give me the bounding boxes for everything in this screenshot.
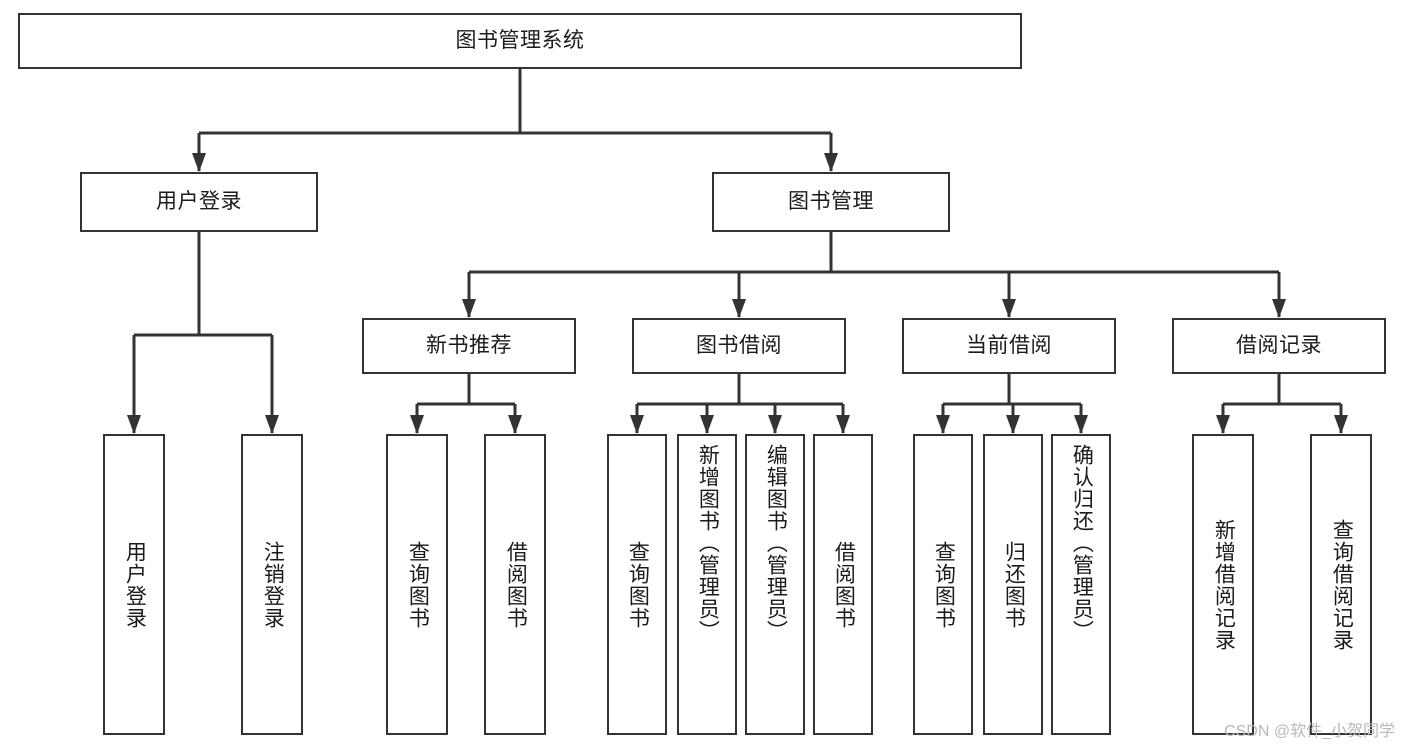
node-leaf-user-login[interactable]: 用户登录 — [103, 434, 165, 735]
node-label: 新书推荐 — [426, 333, 512, 357]
node-label: 用户登录 — [156, 189, 242, 213]
node-current-borrow[interactable]: 当前借阅 — [902, 318, 1116, 374]
node-label: 用户登录 — [123, 540, 147, 629]
node-book-manage[interactable]: 图书管理 — [712, 172, 950, 232]
node-label: 确认归还（管理员） — [1070, 444, 1094, 642]
node-leaf-borrow-book-1[interactable]: 借阅图书 — [484, 434, 546, 735]
node-leaf-add-book[interactable]: 新增图书（管理员） — [677, 434, 737, 735]
node-label: 新增图书（管理员） — [696, 444, 720, 642]
node-label: 借阅图书 — [504, 540, 528, 629]
node-book-borrow[interactable]: 图书借阅 — [632, 318, 846, 374]
node-label: 查询图书 — [406, 540, 430, 629]
node-label: 编辑图书（管理员） — [764, 444, 788, 642]
node-leaf-user-logout[interactable]: 注销登录 — [241, 434, 303, 735]
node-leaf-query-book-1[interactable]: 查询图书 — [386, 434, 448, 735]
node-label: 借阅记录 — [1236, 333, 1322, 357]
node-label: 归还图书 — [1002, 540, 1026, 629]
node-leaf-query-record[interactable]: 查询借阅记录 — [1310, 434, 1372, 735]
node-label: 借阅图书 — [832, 540, 856, 629]
node-label: 注销登录 — [261, 540, 285, 629]
node-label: 图书管理系统 — [455, 28, 585, 52]
node-label: 查询借阅记录 — [1330, 518, 1354, 651]
node-root[interactable]: 图书管理系统 — [18, 13, 1022, 69]
node-label: 图书管理 — [788, 189, 874, 213]
node-leaf-query-book-3[interactable]: 查询图书 — [913, 434, 973, 735]
node-new-book-rec[interactable]: 新书推荐 — [362, 318, 576, 374]
node-label: 新增借阅记录 — [1212, 518, 1236, 651]
node-leaf-add-record[interactable]: 新增借阅记录 — [1192, 434, 1254, 735]
node-label: 图书借阅 — [696, 333, 782, 357]
node-leaf-query-book-2[interactable]: 查询图书 — [607, 434, 667, 735]
node-borrow-record[interactable]: 借阅记录 — [1172, 318, 1386, 374]
node-leaf-confirm-return[interactable]: 确认归还（管理员） — [1051, 434, 1111, 735]
node-label: 当前借阅 — [966, 333, 1052, 357]
node-label: 查询图书 — [932, 540, 956, 629]
node-leaf-return-book[interactable]: 归还图书 — [983, 434, 1043, 735]
node-label: 查询图书 — [626, 540, 650, 629]
node-leaf-borrow-book-2[interactable]: 借阅图书 — [813, 434, 873, 735]
watermark-text: CSDN @软件_小贺同学 — [1224, 723, 1395, 740]
node-leaf-edit-book[interactable]: 编辑图书（管理员） — [745, 434, 805, 735]
node-user-login[interactable]: 用户登录 — [80, 172, 318, 232]
